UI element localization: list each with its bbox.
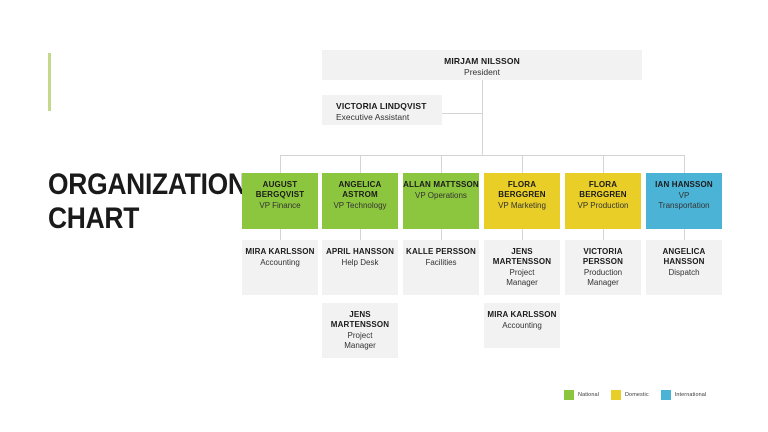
legend-item-domestic[interactable]: Domestic: [610, 390, 649, 400]
connector-drop-manager-1: [280, 155, 281, 173]
connector-drop-staff-2: [360, 229, 361, 240]
connector-manager-bus: [280, 155, 684, 156]
node-manager-production-title: VP Production: [577, 200, 629, 210]
connector-drop-staff-3: [441, 229, 442, 240]
legend-item-national[interactable]: National: [564, 390, 599, 400]
legend-item-international[interactable]: International: [660, 390, 707, 400]
legend-swatch-domestic-icon: [610, 390, 621, 400]
node-substaff-accounting-title: Accounting: [502, 320, 542, 330]
legend-label-international: International: [674, 392, 707, 398]
node-manager-transportation-title: VP Transportation: [658, 190, 710, 210]
legend-swatch-national-icon: [564, 390, 574, 400]
legend: National Domestic International: [564, 390, 706, 400]
node-manager-operations-name: Allan Mattsson: [403, 180, 479, 189]
node-staff-project-manager-name: Jens Martensson: [492, 247, 552, 266]
node-staff-production-manager-name: Victoria Persson: [582, 247, 624, 266]
node-staff-helpdesk[interactable]: April Hansson Help Desk: [322, 240, 398, 295]
legend-swatch-international-icon: [660, 390, 671, 400]
connector-president-spine: [482, 80, 483, 155]
connector-drop-manager-4: [522, 155, 523, 173]
node-substaff-accounting-name: Mira Karlsson: [487, 310, 557, 319]
node-president[interactable]: Mirjam Nilsson President: [322, 50, 642, 80]
node-staff-dispatch-name: Angelica Hansson: [662, 247, 706, 266]
node-president-title: President: [464, 67, 500, 78]
node-staff-facilities-title: Facilities: [425, 257, 457, 267]
node-staff-helpdesk-title: Help Desk: [341, 257, 379, 267]
node-manager-operations-title: VP Operations: [415, 190, 467, 200]
connector-drop-staff-5: [603, 229, 604, 240]
connector-drop-manager-2: [360, 155, 361, 173]
node-manager-marketing-name: Flora Berggren: [498, 180, 546, 199]
node-staff-project-manager[interactable]: Jens Martensson Project Manager: [484, 240, 560, 295]
node-staff-production-manager-title: Production Manager: [583, 267, 623, 287]
page-title: Organization Chart: [48, 168, 247, 235]
node-staff-project-manager-title: Project Manager: [506, 267, 538, 287]
node-manager-operations[interactable]: Allan Mattsson VP Operations: [403, 173, 479, 229]
node-manager-production-name: Flora Berggren: [579, 180, 627, 199]
connector-drop-staff-1: [280, 229, 281, 240]
node-substaff-project-manager[interactable]: Jens Martensson Project Manager: [322, 303, 398, 358]
connector-drop-manager-5: [603, 155, 604, 173]
node-manager-technology[interactable]: Angelica Astrom VP Technology: [322, 173, 398, 229]
node-staff-accounting-name: Mira Karlsson: [245, 247, 315, 256]
connector-drop-manager-3: [441, 155, 442, 173]
node-manager-finance-name: August Bergqvist: [255, 180, 305, 199]
node-manager-marketing[interactable]: Flora Berggren VP Marketing: [484, 173, 560, 229]
connector-assistant-to-spine: [442, 113, 483, 114]
node-manager-marketing-title: VP Marketing: [498, 200, 546, 210]
node-staff-dispatch[interactable]: Angelica Hansson Dispatch: [646, 240, 722, 295]
node-assistant-title: Executive Assistant: [336, 112, 410, 123]
node-substaff-project-manager-title: Project Manager: [344, 330, 376, 350]
node-president-name: Mirjam Nilsson: [444, 56, 520, 66]
node-manager-technology-name: Angelica Astrom: [338, 180, 382, 199]
node-manager-transportation-name: Ian Hansson: [655, 180, 713, 189]
legend-label-national: National: [578, 392, 599, 398]
node-staff-facilities[interactable]: Kalle Persson Facilities: [403, 240, 479, 295]
node-staff-facilities-name: Kalle Persson: [406, 247, 476, 256]
node-manager-finance[interactable]: August Bergqvist VP Finance: [242, 173, 318, 229]
node-staff-accounting[interactable]: Mira Karlsson Accounting: [242, 240, 318, 295]
node-staff-production-manager[interactable]: Victoria Persson Production Manager: [565, 240, 641, 295]
connector-drop-manager-6: [684, 155, 685, 173]
node-executive-assistant[interactable]: Victoria Lindqvist Executive Assistant: [322, 95, 442, 125]
node-manager-technology-title: VP Technology: [333, 200, 387, 210]
connector-drop-staff-6: [684, 229, 685, 240]
node-manager-finance-title: VP Finance: [259, 200, 301, 210]
connector-drop-staff-4: [522, 229, 523, 240]
node-staff-accounting-title: Accounting: [260, 257, 300, 267]
node-substaff-project-manager-name: Jens Martensson: [330, 310, 390, 329]
node-staff-helpdesk-name: April Hansson: [325, 247, 395, 256]
node-manager-transportation[interactable]: Ian Hansson VP Transportation: [646, 173, 722, 229]
node-manager-production[interactable]: Flora Berggren VP Production: [565, 173, 641, 229]
node-substaff-accounting[interactable]: Mira Karlsson Accounting: [484, 303, 560, 348]
node-staff-dispatch-title: Dispatch: [668, 267, 700, 277]
legend-label-domestic: Domestic: [624, 392, 649, 398]
node-assistant-name: Victoria Lindqvist: [336, 101, 427, 111]
title-accent-bar: [48, 53, 51, 111]
